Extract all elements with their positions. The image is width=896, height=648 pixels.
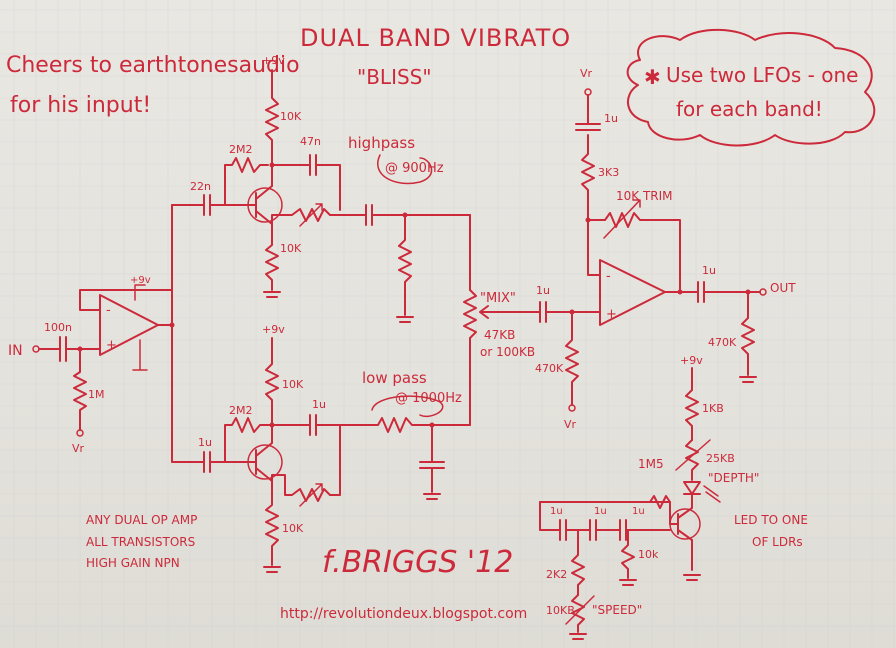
label-cap-1u-lower-in: 1u: [198, 436, 212, 449]
label-r-2m2-lower: 2M2: [229, 404, 253, 417]
label-cap-1u-lfo-1: 1u: [550, 506, 563, 517]
label-cap-1u-lfo-3: 1u: [632, 506, 645, 517]
diagram-title: DUAL BAND VIBRATO: [300, 24, 571, 52]
led-symbol: [683, 481, 701, 495]
label-opamp-supply: +9v: [130, 275, 151, 286]
label-r-10k-upper-emitter: 10K: [280, 242, 302, 255]
label-cap-1u-lfo-2: 1u: [594, 506, 607, 517]
label-r-1kb: 1KB: [702, 402, 724, 415]
label-r-10k-lfo: 10k: [638, 548, 659, 561]
label-pot-10kb: 10KB: [546, 604, 575, 617]
label-cap-1u-out: 1u: [702, 264, 716, 277]
label-cap-1u-lower-out: 1u: [312, 398, 326, 411]
note-star-icon: ✱: [644, 65, 661, 89]
label-r-3k3: 3K3: [598, 166, 619, 179]
label-vr-in: Vr: [72, 442, 85, 455]
label-led-line-1: LED TO ONE: [734, 513, 808, 527]
note-any-dual-op-amp: ANY DUAL OP AMP: [86, 513, 197, 527]
label-r-470k-bias: 470K: [535, 362, 564, 375]
label-r-25kb: 25KB: [706, 452, 735, 465]
label-in: IN: [8, 343, 23, 359]
label-vr-out: Vr: [580, 67, 593, 80]
label-pot-or-100kb: or 100KB: [480, 345, 535, 359]
label-r-1m5: 1M5: [638, 457, 664, 471]
label-out: OUT: [770, 281, 796, 295]
blog-url: http://revolutiondeux.blogspot.com: [280, 606, 527, 622]
label-supply-lower: +9v: [262, 323, 285, 336]
label-supply-lfo: +9v: [680, 354, 703, 367]
label-r-10k-upper-collector: 10K: [280, 110, 302, 123]
label-r-10k-lower-emitter: 10K: [282, 522, 304, 535]
label-cap-1u-vr: 1u: [604, 112, 618, 125]
label-supply-upper: +9v: [262, 54, 285, 67]
label-r-2k2: 2K2: [546, 568, 567, 581]
note-line-1: Use two LFOs - one: [666, 63, 858, 87]
opamp-input: [99, 294, 159, 356]
label-r-10k-lower-collector: 10K: [282, 378, 304, 391]
label-highpass: highpass: [348, 134, 415, 152]
label-led-line-2: OF LDRs: [752, 535, 803, 549]
label-r-470k-out: 470K: [708, 336, 737, 349]
label-r-1m: 1M: [88, 388, 105, 401]
note-cloud: [626, 28, 876, 147]
label-lowpass: low pass: [362, 369, 427, 387]
label-speed: "SPEED": [592, 603, 642, 617]
note-all-transistors: ALL TRANSISTORS: [86, 535, 195, 549]
cheers-line-2: for his input!: [10, 93, 151, 118]
svg-text:-: -: [106, 303, 111, 318]
svg-text:+: +: [106, 338, 117, 353]
label-mix: "MIX": [480, 291, 516, 306]
label-depth: "DEPTH": [708, 471, 759, 485]
opamp-output: [599, 259, 666, 326]
label-pot-47kb: 47KB: [484, 328, 515, 342]
diagram-subtitle: "BLISS": [357, 65, 432, 89]
svg-text:-: -: [606, 269, 611, 284]
label-cap-22n: 22n: [190, 180, 211, 193]
svg-text:+: +: [606, 307, 617, 322]
label-r-2m2-upper: 2M2: [229, 143, 253, 156]
cheers-line-1: Cheers to earthtonesaudio: [6, 53, 300, 78]
label-cap-47n: 47n: [300, 135, 321, 148]
label-cap-1u-mix: 1u: [536, 284, 550, 297]
label-trim-10k: 10K TRIM: [616, 189, 673, 203]
label-cap-100n: 100n: [44, 321, 72, 334]
label-vr-bias: Vr: [564, 418, 577, 431]
label-highpass-freq: @ 900Hz: [385, 161, 444, 176]
note-line-2: for each band!: [676, 97, 823, 121]
note-high-gain-npn: HIGH GAIN NPN: [86, 556, 180, 570]
signature: f.BRIGGS '12: [322, 545, 513, 580]
